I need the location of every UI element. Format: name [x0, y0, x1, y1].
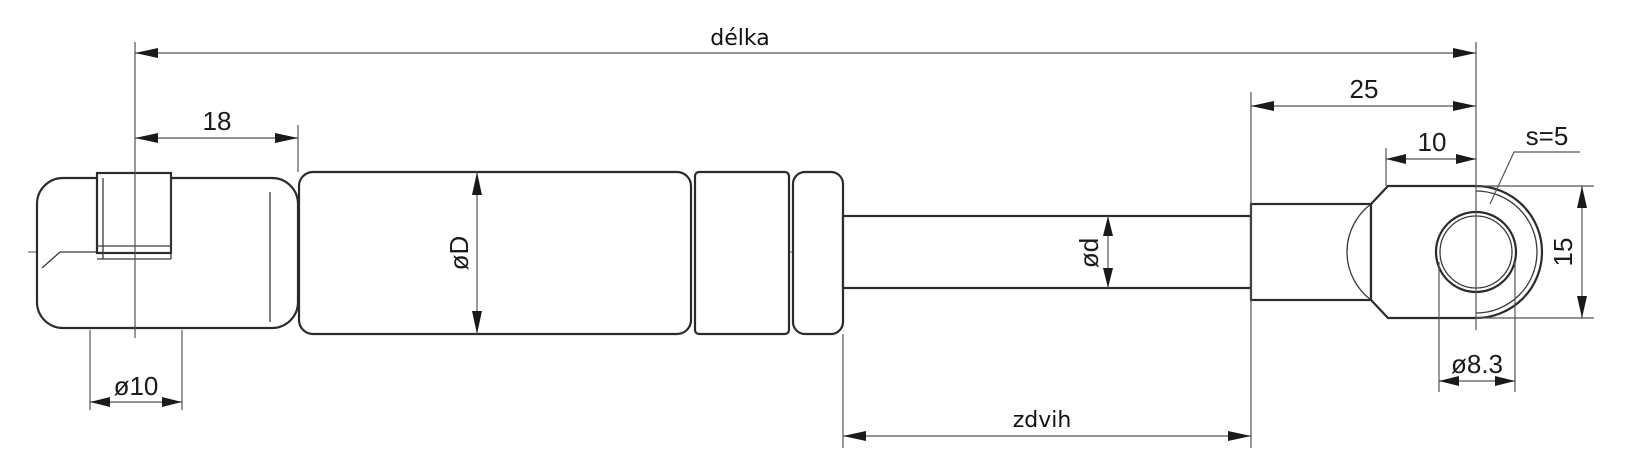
rod-end-eye — [1249, 184, 1544, 320]
label-stroke: zdvih — [1013, 408, 1072, 433]
dimension-overall-length: délka — [135, 26, 1476, 58]
dimension-25: 25 — [1251, 74, 1476, 111]
piston-rod — [841, 214, 1253, 290]
dimension-diameter-10: ø10 — [90, 371, 182, 407]
dimension-body-diameter: øD — [444, 172, 482, 334]
label-body-diameter: øD — [444, 236, 474, 271]
dimension-rod-diameter: ød — [1074, 216, 1113, 288]
label-25: 25 — [1350, 74, 1379, 104]
dimension-18: 18 — [135, 106, 298, 143]
extension-lines — [89, 42, 1594, 448]
label-diameter-10: ø10 — [114, 371, 159, 401]
label-thickness: s=5 — [1526, 121, 1569, 151]
label-hole-diameter: ø8.3 — [1451, 349, 1503, 379]
dimension-10: 10 — [1386, 127, 1476, 164]
cylinder-body — [297, 170, 845, 336]
label-18: 18 — [203, 106, 232, 136]
label-15: 15 — [1548, 238, 1578, 267]
label-rod-diameter: ød — [1074, 238, 1104, 268]
dimension-hole-diameter: ø8.3 — [1439, 349, 1515, 386]
label-10: 10 — [1418, 127, 1447, 157]
left-end-fitting — [35, 171, 300, 330]
leader-thickness: s=5 — [1489, 121, 1580, 205]
dimension-stroke: zdvih — [843, 408, 1251, 441]
label-overall-length: délka — [710, 26, 769, 51]
dimension-15: 15 — [1548, 186, 1587, 318]
